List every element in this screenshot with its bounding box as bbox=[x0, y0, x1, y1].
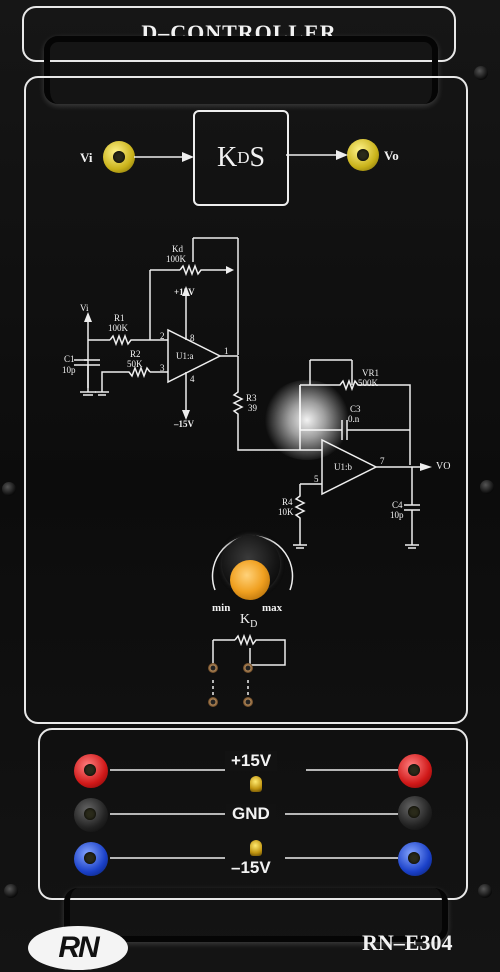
sch-pin2: 2 bbox=[160, 331, 165, 341]
vo-label: Vo bbox=[384, 148, 399, 163]
gnd-label: GND bbox=[226, 804, 276, 824]
plus15-label: +15V bbox=[225, 751, 278, 771]
vi-input-jack[interactable] bbox=[103, 141, 135, 173]
minus15-led-icon bbox=[250, 840, 262, 856]
knob-name-k: K bbox=[240, 612, 251, 627]
top-carry-handle bbox=[44, 36, 438, 104]
minus15-label: –15V bbox=[225, 858, 277, 878]
screw-icon bbox=[2, 482, 16, 496]
sch-c3-val: 0.n bbox=[348, 414, 360, 424]
test-point[interactable] bbox=[208, 697, 218, 707]
sch-vi: Vi bbox=[80, 303, 89, 313]
minus15-jack-left[interactable] bbox=[74, 842, 108, 876]
sch-r3: R3 bbox=[246, 393, 257, 403]
sch-pin7: 7 bbox=[380, 456, 385, 466]
gnd-jack-right[interactable] bbox=[398, 796, 432, 830]
screw-icon bbox=[4, 884, 18, 898]
minus15-jack-right[interactable] bbox=[398, 842, 432, 876]
sch-vr1-val: 500K bbox=[358, 378, 378, 388]
transfer-sub: D bbox=[237, 148, 250, 167]
rn-logo: RN bbox=[28, 926, 128, 970]
screw-icon bbox=[478, 884, 492, 898]
sch-pin1: 1 bbox=[224, 346, 229, 356]
sch-plus15: +15V bbox=[174, 287, 195, 297]
plus15-led-icon bbox=[250, 776, 262, 792]
sch-r3-val: 39 bbox=[248, 403, 257, 413]
sch-u1b: U1:b bbox=[334, 462, 352, 472]
sch-r1: R1 bbox=[114, 313, 125, 323]
gnd-jack-left[interactable] bbox=[74, 798, 108, 832]
sch-r4: R4 bbox=[282, 497, 293, 507]
screw-icon bbox=[480, 480, 494, 494]
sch-pin3: 3 bbox=[160, 363, 165, 373]
sch-pin5: 5 bbox=[314, 474, 319, 484]
sch-vo: VO bbox=[436, 461, 451, 472]
knob-min-label: min bbox=[212, 602, 231, 614]
plus15-jack-right[interactable] bbox=[398, 754, 432, 788]
test-point[interactable] bbox=[243, 663, 253, 673]
power-supply-frame bbox=[38, 728, 468, 900]
transfer-k: K bbox=[216, 142, 238, 173]
sch-pin8: 8 bbox=[190, 333, 195, 343]
sch-u1a: U1:a bbox=[176, 351, 194, 361]
sch-c4: C4 bbox=[392, 500, 403, 510]
kd-gain-knob[interactable] bbox=[230, 560, 270, 600]
sch-c1-val: 10p bbox=[62, 365, 76, 375]
sch-r1-val: 100K bbox=[108, 323, 128, 333]
vo-output-jack[interactable] bbox=[347, 139, 379, 171]
sch-c3: C3 bbox=[350, 404, 361, 414]
plus15-jack-left[interactable] bbox=[74, 754, 108, 788]
sch-c4-val: 10p bbox=[390, 510, 404, 520]
knob-name: KD bbox=[240, 612, 257, 630]
model-number: RN–E304 bbox=[362, 930, 453, 955]
sch-r4-val: 10K bbox=[278, 507, 294, 517]
sch-minus15: –15V bbox=[174, 419, 194, 429]
screw-icon bbox=[474, 66, 488, 80]
test-point[interactable] bbox=[243, 697, 253, 707]
sch-r2: R2 bbox=[130, 349, 141, 359]
bottom-carry-handle bbox=[64, 888, 448, 942]
test-point[interactable] bbox=[208, 663, 218, 673]
vi-label: Vi bbox=[80, 150, 93, 165]
knob-name-sub: D bbox=[250, 618, 258, 630]
sch-pin4: 4 bbox=[190, 374, 195, 384]
controller-module-frame bbox=[24, 76, 468, 724]
transfer-s: S bbox=[249, 142, 266, 173]
knob-max-label: max bbox=[262, 602, 283, 614]
sch-vr1: VR1 bbox=[362, 368, 380, 378]
sch-kd-val: 100K bbox=[166, 254, 186, 264]
sch-c1: C1 bbox=[64, 354, 75, 364]
sch-kd: Kd bbox=[172, 244, 183, 254]
sch-r2-val: 50K bbox=[127, 359, 143, 369]
